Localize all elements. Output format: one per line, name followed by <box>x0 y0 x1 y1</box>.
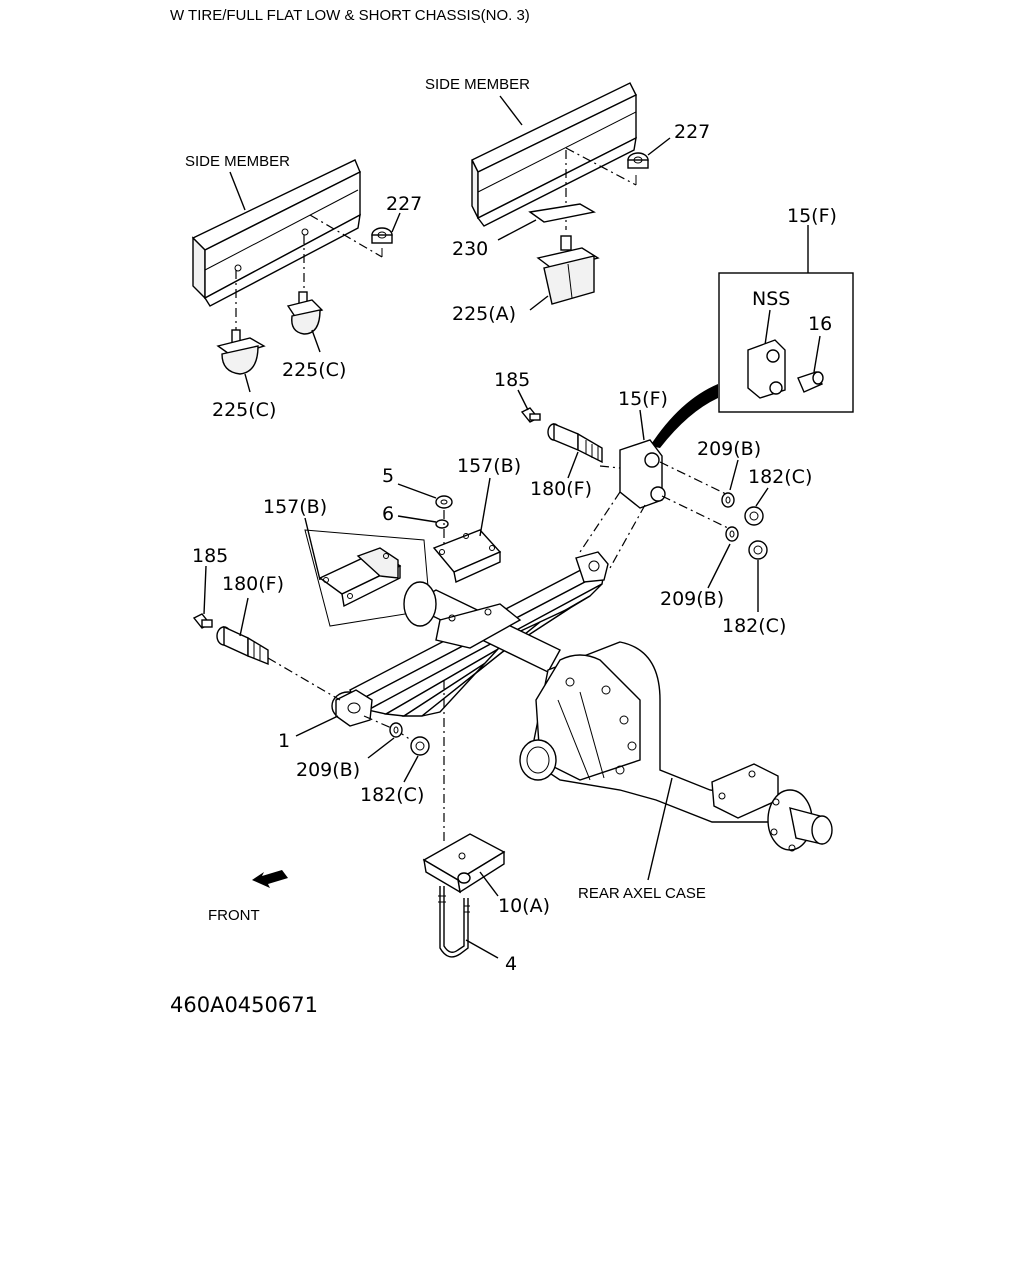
side-member-left <box>191 159 361 307</box>
nut-182c-mid <box>748 540 768 560</box>
label-side-member-right: SIDE MEMBER <box>425 76 530 93</box>
callout-15f: 15(F) <box>618 388 668 410</box>
callout-209b-mid: 209(B) <box>660 588 724 610</box>
callout-227-left: 227 <box>386 193 422 215</box>
callout-157b-right: 157(B) <box>457 455 521 477</box>
label-nss: NSS <box>752 288 790 310</box>
label-rear-axle-case: REAR AXEL CASE <box>578 885 706 902</box>
nut-182c-top <box>744 506 764 526</box>
nut-182c-bottom <box>410 736 430 756</box>
label-side-member-left: SIDE MEMBER <box>185 153 290 170</box>
diagram-code: 460A0450671 <box>170 993 318 1017</box>
stopper-225c-upper <box>286 291 324 335</box>
callout-225c-upper: 225(C) <box>282 359 346 381</box>
grease-nipple-185-top <box>520 407 541 423</box>
stopper-225c-lower <box>216 329 266 375</box>
washer-209b-top <box>721 492 735 508</box>
callout-15f-box: 15(F) <box>787 205 837 227</box>
nss-inset-box: 15(F) NSS 16 <box>718 205 854 413</box>
side-member-right <box>471 82 637 227</box>
u-bolt-4 <box>438 886 470 958</box>
grease-nipple-185-left <box>192 613 213 629</box>
callout-225a: 225(A) <box>452 303 516 325</box>
stopper-225a <box>536 235 600 305</box>
seat-157b-left <box>318 547 402 608</box>
washer-209b-bottom <box>389 722 403 738</box>
callout-185-top: 185 <box>494 369 530 391</box>
nut-227-right <box>627 152 649 169</box>
callout-182c-mid: 182(C) <box>722 615 786 637</box>
callout-182c-bottom: 182(C) <box>360 784 424 806</box>
callout-10a: 10(A) <box>498 895 550 917</box>
callout-180f-left: 180(F) <box>222 573 284 595</box>
spacer-230 <box>528 203 596 223</box>
front-arrow-icon <box>252 870 288 888</box>
callout-6: 6 <box>382 503 394 525</box>
spring-pin-180f-top <box>547 422 603 464</box>
bushing-16 <box>797 371 824 393</box>
callout-227-right: 227 <box>674 121 710 143</box>
callout-16: 16 <box>808 313 832 335</box>
callout-182c-top: 182(C) <box>748 466 812 488</box>
spring-pin-180f-left <box>216 625 269 666</box>
callout-157b-left: 157(B) <box>263 496 327 518</box>
washer-6 <box>435 519 449 529</box>
shackle-15f <box>619 439 666 509</box>
callout-230: 230 <box>452 238 488 260</box>
callout-225c-lower: 225(C) <box>212 399 276 421</box>
inset-pointer <box>650 384 718 448</box>
callout-209b-bottom: 209(B) <box>296 759 360 781</box>
callout-4: 4 <box>505 953 517 975</box>
label-front: FRONT <box>208 907 260 924</box>
callout-1: 1 <box>278 730 290 752</box>
diagram-title: W TIRE/FULL FLAT LOW & SHORT CHASSIS(NO.… <box>170 7 530 24</box>
shackle-nss <box>747 339 786 399</box>
seat-157b-right <box>432 529 502 584</box>
washer-209b-mid <box>725 526 739 542</box>
callout-185-left: 185 <box>192 545 228 567</box>
u-bolt-seat-10a <box>422 833 506 894</box>
nut-227-left <box>371 227 393 244</box>
callout-180f-top: 180(F) <box>530 478 592 500</box>
callout-5: 5 <box>382 465 394 487</box>
rear-axle-case <box>403 581 833 852</box>
callout-209b-top: 209(B) <box>697 438 761 460</box>
nut-5 <box>435 495 453 509</box>
